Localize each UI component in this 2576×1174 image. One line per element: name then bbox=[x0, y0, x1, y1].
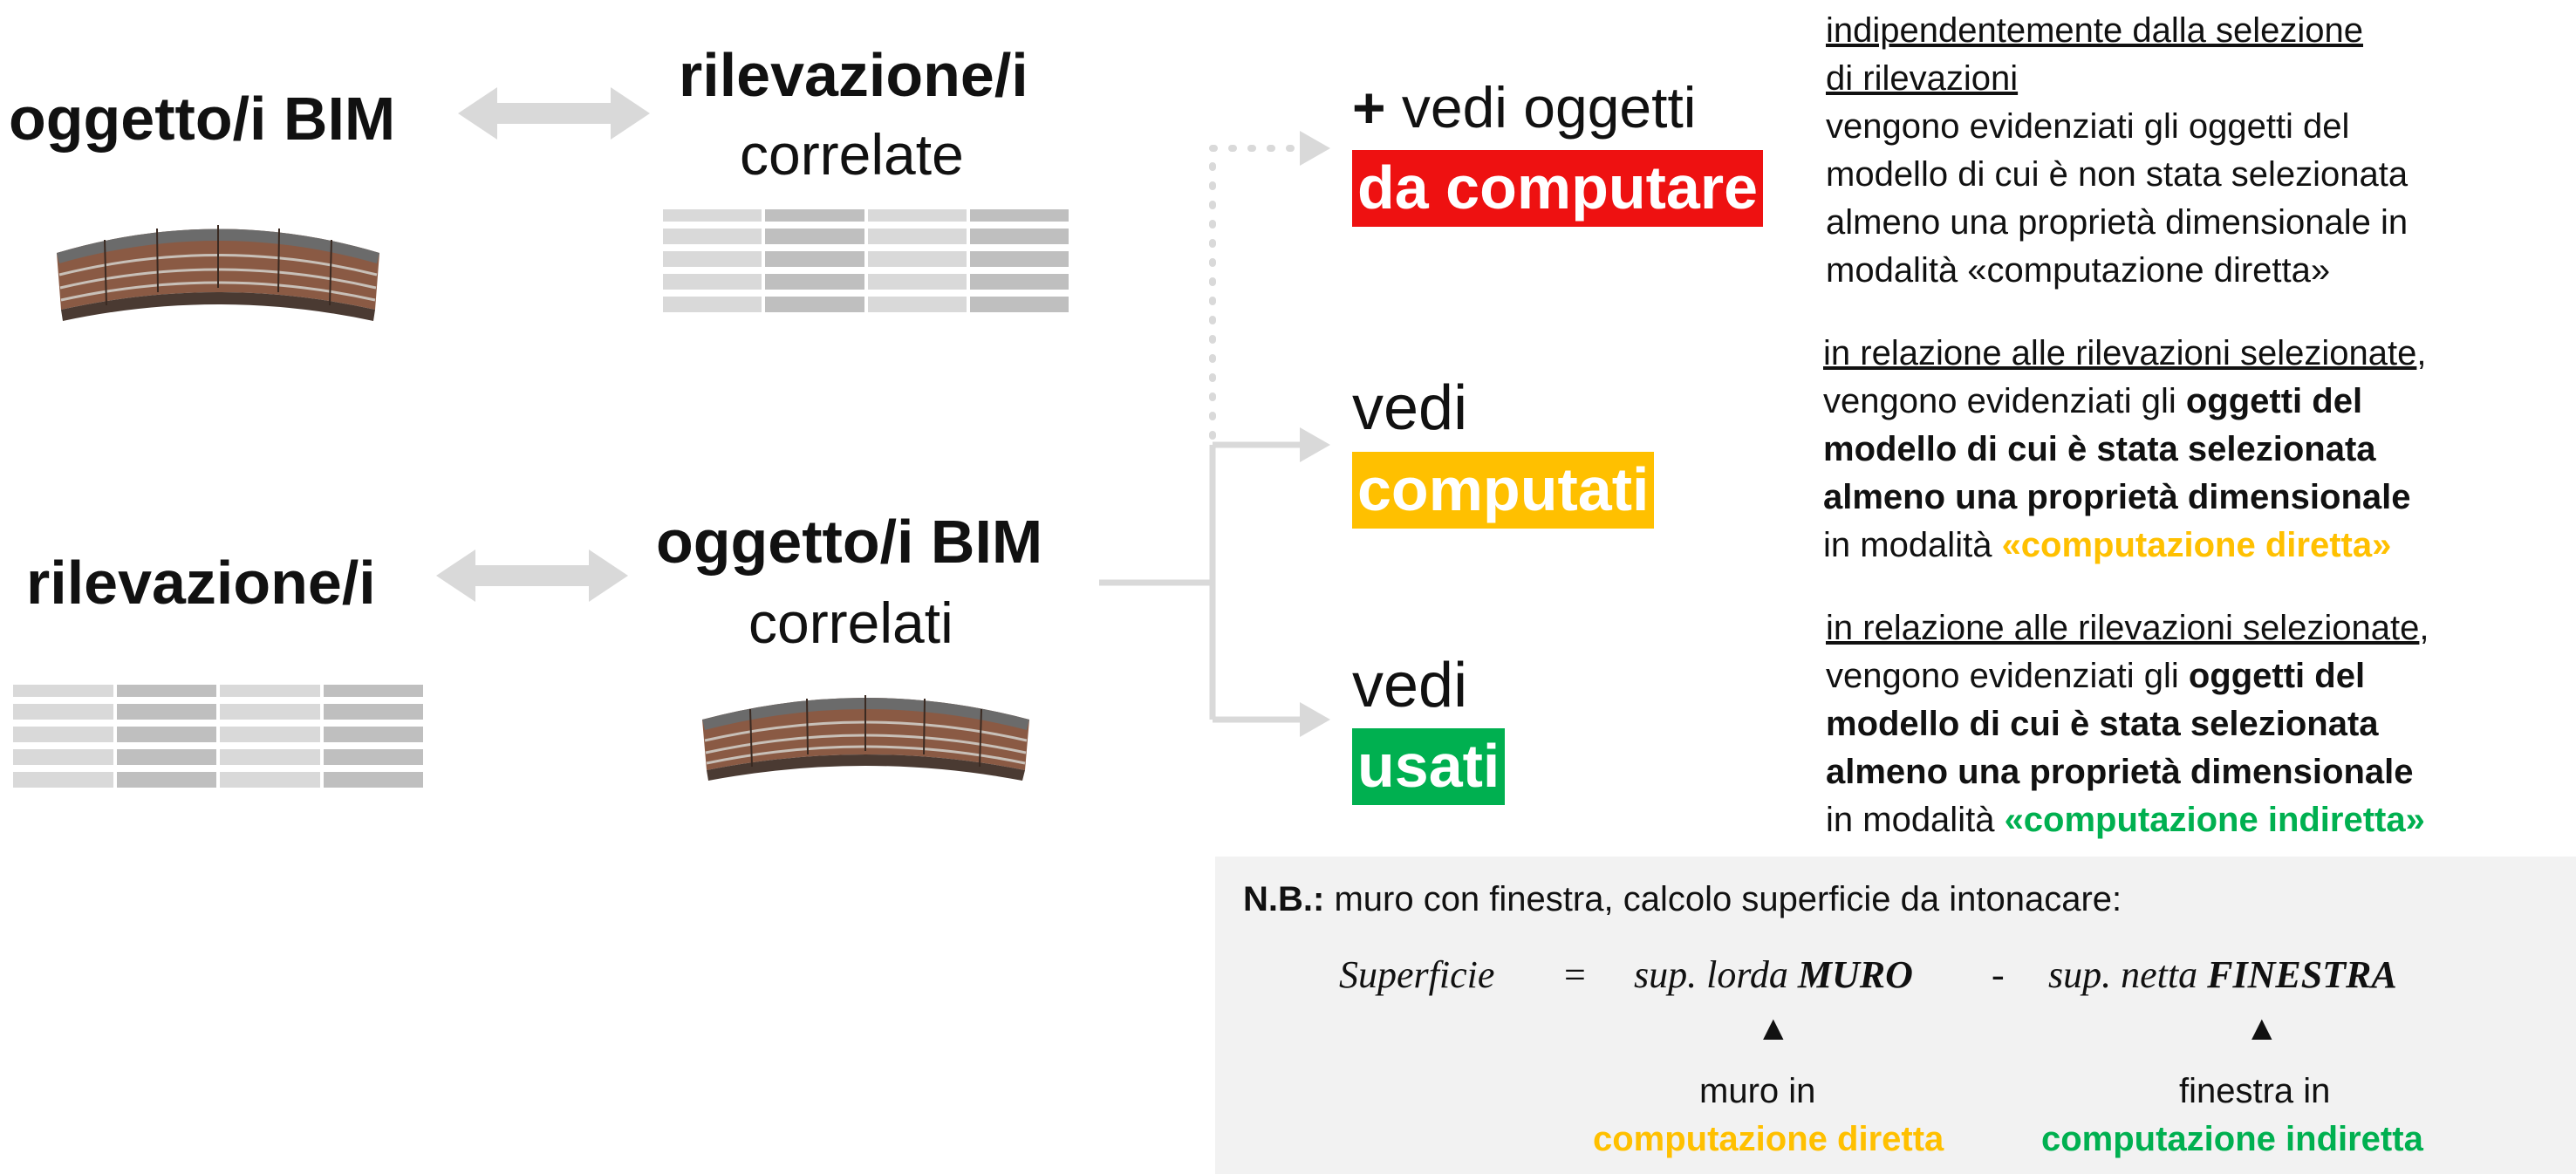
desc-compute-u1: indipendentemente dalla selezione bbox=[1826, 11, 2364, 50]
desc-used-line2: vengono evidenziati gli oggetti del bbox=[1826, 652, 2429, 700]
tree-lines bbox=[1099, 441, 1300, 723]
desc-computed-l2a: vengono evidenziati gli bbox=[1823, 382, 2186, 420]
desc-computed-line2: vengono evidenziati gli oggetti del bbox=[1823, 378, 2427, 426]
desc-used-l2b: oggetti del bbox=[2188, 657, 2366, 695]
desc-computed: in relazione alle rilevazioni selezionat… bbox=[1823, 330, 2427, 570]
desc-compute-l3: vengono evidenziati gli oggetti del bbox=[1826, 107, 2350, 146]
window-line1: finestra in bbox=[2179, 1072, 2331, 1110]
formula-term2-prefix: sup. netta bbox=[2048, 953, 2208, 996]
note-title: N.B.: muro con finestra, calcolo superfi… bbox=[1243, 876, 2122, 924]
desc-used-line5: in modalità «computazione indiretta» bbox=[1826, 796, 2429, 844]
double-arrow-top bbox=[458, 87, 650, 140]
desc-compute-l4: modello di cui è non stata selezionata bbox=[1826, 155, 2409, 194]
formula-term2: sup. netta FINESTRA bbox=[2048, 952, 2397, 997]
related-bim-objects-title: oggetto/i BIM bbox=[656, 508, 1043, 576]
note-box: N.B.: muro con finestra, calcolo superfi… bbox=[1215, 857, 2576, 1174]
surveys-table-top bbox=[663, 209, 1069, 312]
desc-compute: indipendentemente dalla selezione di ril… bbox=[1826, 7, 2408, 295]
desc-computed-u1: in relazione alle rilevazioni selezionat… bbox=[1823, 334, 2417, 372]
wall-line1: muro in bbox=[1699, 1072, 1816, 1110]
plus-icon: + bbox=[1352, 75, 1386, 140]
desc-used-line1: in relazione alle rilevazioni selezionat… bbox=[1826, 604, 2429, 652]
arrowheads bbox=[1300, 131, 1330, 737]
option-used-line1: vedi bbox=[1352, 651, 1468, 720]
desc-used-l4: almeno una proprietà dimensionale bbox=[1826, 753, 2414, 791]
desc-computed-comma: , bbox=[2416, 334, 2427, 372]
building-model-image bbox=[57, 225, 379, 321]
formula-equals: = bbox=[1564, 953, 1586, 996]
desc-used-l5a: in modalità bbox=[1826, 801, 2005, 839]
option-computed-line1: vedi bbox=[1352, 373, 1468, 443]
bim-objects-label: oggetto/i BIM bbox=[9, 85, 396, 153]
formula-term1-prefix: sup. lorda bbox=[1634, 953, 1798, 996]
tag-usati[interactable]: usati bbox=[1352, 728, 1506, 805]
building-model-image-2 bbox=[702, 695, 1029, 781]
desc-computed-l2b: oggetti del bbox=[2185, 382, 2363, 420]
window-line2: computazione indiretta bbox=[2041, 1120, 2423, 1158]
related-surveys-title: rilevazione/i bbox=[679, 41, 1028, 109]
tag-computati[interactable]: computati bbox=[1352, 452, 1655, 529]
double-arrow-bottom bbox=[436, 549, 628, 602]
desc-compute-u2: di rilevazioni bbox=[1826, 59, 2019, 98]
formula-term2-bold: FINESTRA bbox=[2207, 953, 2397, 996]
wall-line2: computazione diretta bbox=[1593, 1120, 1944, 1158]
arrow-up-icon-2: ▲ bbox=[2245, 1009, 2279, 1048]
desc-computed-line1: in relazione alle rilevazioni selezionat… bbox=[1823, 330, 2427, 378]
desc-used-u1: in relazione alle rilevazioni selezionat… bbox=[1826, 609, 2420, 647]
desc-compute-l6: modalità «computazione diretta» bbox=[1826, 251, 2331, 290]
surveys-label: rilevazione/i bbox=[26, 549, 376, 617]
desc-computed-l4: almeno una proprietà dimensionale bbox=[1823, 478, 2411, 516]
note-label: N.B.: bbox=[1243, 880, 1325, 918]
note-text: muro con finestra, calcolo superficie da… bbox=[1324, 880, 2122, 918]
desc-used: in relazione alle rilevazioni selezionat… bbox=[1826, 604, 2429, 844]
desc-computed-l5b: «computazione diretta» bbox=[2001, 526, 2392, 564]
option-compute-text: vedi oggetti bbox=[1401, 75, 1697, 140]
formula-minus: - bbox=[1992, 953, 2005, 996]
desc-computed-l3: modello di cui è stata selezionata bbox=[1823, 430, 2376, 468]
desc-used-l2a: vengono evidenziati gli bbox=[1826, 657, 2189, 695]
dotted-line bbox=[1209, 145, 1303, 440]
tag-da-computare[interactable]: da computare bbox=[1352, 150, 1763, 227]
option-compute-line1: + vedi oggetti bbox=[1352, 78, 1696, 136]
desc-computed-l5a: in modalità bbox=[1823, 526, 2002, 564]
formula-lhs: Superficie bbox=[1339, 953, 1495, 996]
desc-computed-line5: in modalità «computazione diretta» bbox=[1823, 522, 2427, 570]
related-bim-objects-subtitle: correlati bbox=[748, 590, 953, 655]
desc-compute-l5: almeno una proprietà dimensionale in bbox=[1826, 203, 2409, 242]
related-surveys-subtitle: correlate bbox=[740, 122, 964, 187]
desc-used-l3: modello di cui è stata selezionata bbox=[1826, 705, 2379, 743]
surveys-table-bottom bbox=[13, 685, 423, 788]
formula-term1-bold: MURO bbox=[1797, 953, 1913, 996]
desc-used-comma: , bbox=[2419, 609, 2429, 647]
desc-used-l5b: «computazione indiretta» bbox=[2004, 801, 2425, 839]
arrow-up-icon: ▲ bbox=[1756, 1009, 1791, 1048]
formula-term1: sup. lorda MURO bbox=[1634, 952, 1913, 997]
